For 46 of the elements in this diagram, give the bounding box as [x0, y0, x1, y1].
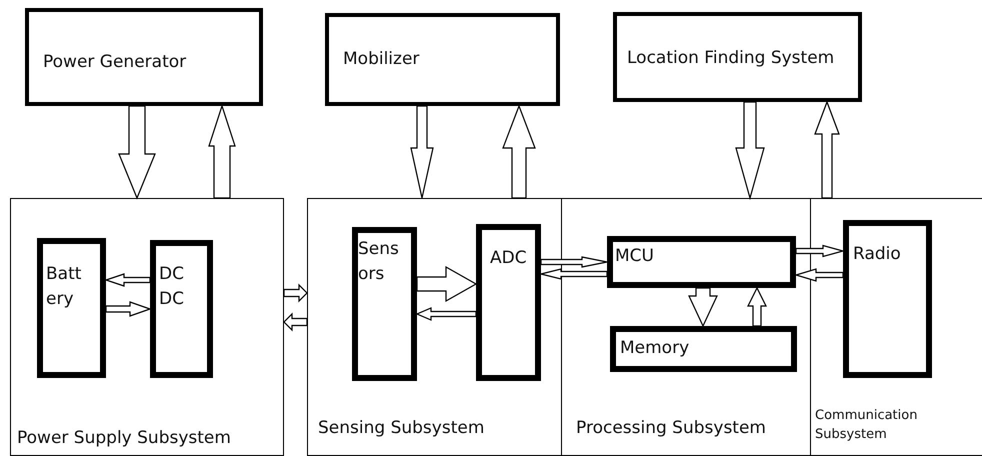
subsystem-box	[561, 198, 811, 456]
node-label: Mobilizer	[343, 48, 420, 71]
block-box	[610, 326, 797, 372]
node-label: Sens ors	[358, 238, 399, 286]
subsystem-box	[10, 198, 284, 456]
block-arrow	[540, 256, 608, 268]
node-label: Processing Subsystem	[576, 417, 766, 440]
block-box	[325, 13, 560, 106]
block-arrow	[502, 104, 536, 199]
block-arrow	[118, 105, 156, 200]
node-label: DC DC	[159, 263, 184, 311]
block-arrow	[540, 268, 608, 280]
block-arrow	[794, 268, 844, 282]
subsystem-box	[810, 198, 982, 456]
block-arrow	[415, 307, 477, 321]
node-label: Communication Subsystem	[815, 407, 918, 444]
block-box	[25, 8, 263, 106]
node-label: ADC	[490, 247, 527, 270]
block-arrow	[283, 284, 308, 302]
node-label: Radio	[853, 243, 901, 266]
block-box	[150, 240, 213, 378]
node-label: Batt ery	[46, 263, 82, 311]
block-arrow	[208, 104, 236, 199]
block-arrow	[410, 105, 434, 199]
block-arrow	[747, 286, 767, 327]
block-arrow	[688, 287, 718, 328]
node-label: Power Generator	[43, 51, 186, 74]
block-arrow	[104, 273, 151, 287]
block-arrow	[416, 266, 478, 302]
block-box	[37, 238, 106, 378]
block-arrow	[814, 100, 840, 199]
node-label: Sensing Subsystem	[318, 417, 484, 440]
node-label: Location Finding System	[627, 47, 834, 70]
subsystem-box	[307, 198, 562, 456]
block-box	[613, 12, 862, 102]
block-box	[843, 220, 932, 378]
block-arrow	[283, 312, 308, 332]
node-label: MCU	[615, 245, 654, 268]
block-box	[476, 224, 541, 381]
block-box	[352, 227, 417, 381]
block-arrow	[105, 301, 152, 317]
block-arrow	[795, 244, 846, 258]
block-box	[607, 236, 796, 288]
node-label: Memory	[620, 337, 690, 360]
block-arrow	[735, 101, 765, 200]
node-label: Power Supply Subsystem	[17, 427, 231, 450]
